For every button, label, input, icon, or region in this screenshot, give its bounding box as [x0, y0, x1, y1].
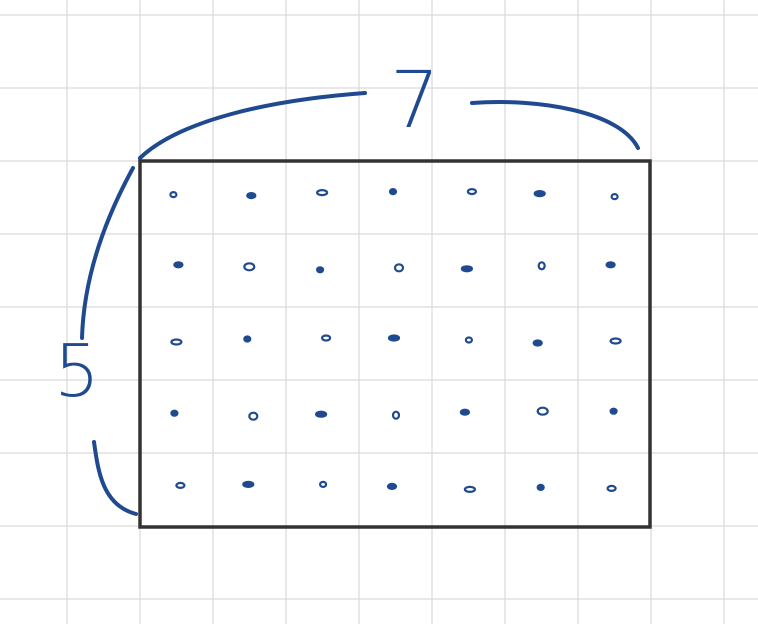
array-dot: [242, 480, 255, 488]
width-label: 7: [390, 56, 440, 146]
array-dot: [321, 334, 332, 342]
array-dot: [536, 483, 545, 491]
array-dot: [248, 411, 259, 421]
array-dot: [319, 480, 328, 488]
array-dot: [605, 261, 616, 269]
array-dot: [388, 188, 398, 196]
array-dot: [316, 266, 325, 274]
array-dot: [537, 261, 546, 271]
array-dot: [606, 484, 617, 492]
array-dot: [609, 407, 618, 415]
height-label: 5: [54, 329, 100, 413]
array-dot: [459, 408, 470, 416]
left-brace-top: [80, 166, 135, 340]
top-brace-left: [138, 91, 367, 160]
array-dot: [610, 193, 619, 201]
array-dot: [316, 189, 329, 197]
array-dot: [243, 335, 252, 343]
array-dot: [391, 410, 401, 420]
array-rectangle: [138, 159, 652, 529]
array-dot: [464, 336, 473, 344]
array-dot: [393, 263, 405, 273]
array-dot: [533, 190, 546, 198]
array-dot: [173, 261, 184, 269]
array-dot: [536, 406, 549, 416]
array-dot: [170, 409, 179, 417]
array-dot: [170, 338, 183, 346]
array-dot: [466, 188, 477, 196]
left-brace-bottom: [92, 440, 138, 516]
array-dot: [387, 334, 401, 342]
array-dot: [246, 192, 257, 200]
array-dot: [386, 482, 398, 490]
array-dot: [609, 337, 622, 345]
array-dot: [315, 410, 328, 418]
array-dot: [463, 485, 476, 493]
top-brace-right: [470, 100, 640, 150]
array-dot: [243, 262, 256, 272]
array-dot: [532, 339, 543, 347]
array-dot: [169, 191, 178, 199]
array-dot: [175, 481, 186, 489]
array-dot: [460, 265, 473, 273]
dot-array: [169, 188, 622, 493]
